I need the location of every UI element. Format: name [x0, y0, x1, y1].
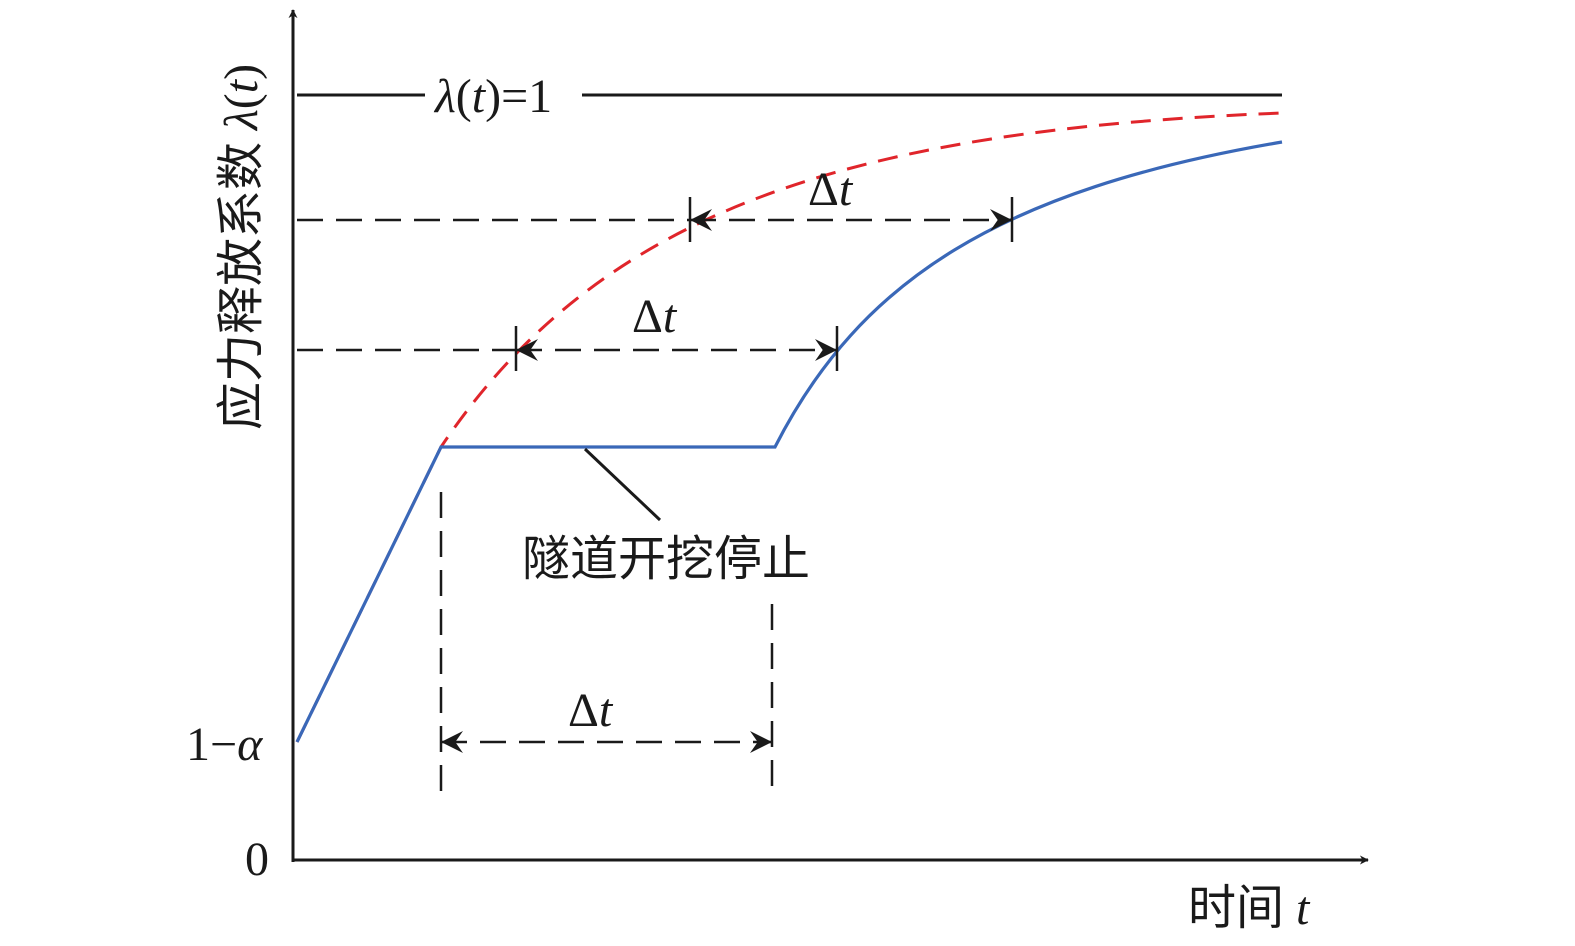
annotation-leader: [583, 447, 662, 522]
initial-value-label: 1−α: [186, 718, 263, 771]
excavation-stop-annotation: 隧道开挖停止: [522, 533, 810, 586]
actual-release-curve: [295, 140, 1283, 743]
asymptote-label: λ(t)=1: [433, 70, 552, 123]
delta-t-label-upper: Δt: [808, 163, 854, 216]
origin-label: 0: [245, 833, 269, 886]
y-axis-title: 应力释放系数 λ(t): [215, 64, 268, 430]
delta-t-label-bottom: Δt: [568, 684, 614, 737]
delta-t-label-middle: Δt: [632, 290, 678, 343]
x-axis-title: 时间 t: [1188, 882, 1311, 935]
continuous-excavation-curve: [295, 111, 1283, 743]
